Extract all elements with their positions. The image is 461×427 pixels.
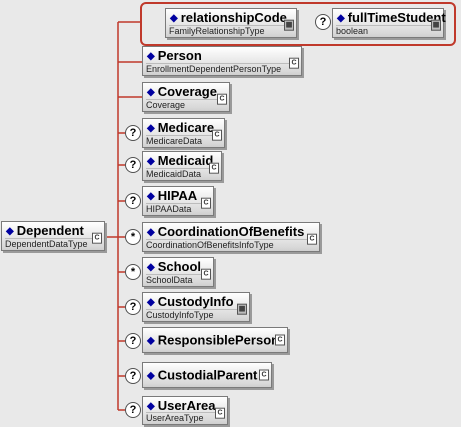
diamond-icon: ◆ bbox=[147, 51, 155, 62]
element-name: CoordinationOfBenefits bbox=[157, 224, 305, 239]
diamond-icon: ◆ bbox=[147, 401, 155, 412]
expand-icon[interactable]: ▦ bbox=[237, 303, 247, 315]
element-custodyinfo[interactable]: ◆CustodyInfo ▦ CustodyInfoType bbox=[142, 292, 250, 322]
element-name: CustodialParent bbox=[157, 367, 258, 383]
element-userarea[interactable]: ◆UserArea C UserAreaType bbox=[142, 396, 228, 425]
element-type: MedicareData bbox=[146, 135, 212, 146]
expand-icon[interactable]: ▦ bbox=[431, 19, 441, 31]
attribute-type: boolean bbox=[336, 25, 431, 36]
attribute-name: relationshipCode bbox=[180, 10, 287, 25]
optional-occurrence-icon: ? bbox=[125, 333, 141, 349]
element-name: Medicare bbox=[157, 120, 215, 135]
optional-occurrence-icon: ? bbox=[125, 193, 141, 209]
attributes-group: ◆relationshipCode ▦ FamilyRelationshipTy… bbox=[140, 2, 456, 46]
expand-icon[interactable]: C bbox=[212, 129, 222, 141]
element-name: UserArea bbox=[157, 398, 216, 413]
root-name: Dependent bbox=[16, 223, 84, 238]
diamond-icon: ◆ bbox=[147, 191, 155, 202]
diamond-icon: ◆ bbox=[6, 226, 14, 237]
diamond-icon: ◆ bbox=[147, 335, 155, 347]
expand-icon[interactable]: C bbox=[289, 57, 299, 69]
element-medicare[interactable]: ◆Medicare C MedicareData bbox=[142, 118, 225, 148]
optional-occurrence-icon: ? bbox=[315, 14, 331, 30]
expand-icon[interactable]: C bbox=[217, 93, 227, 105]
element-name: Person bbox=[157, 48, 202, 63]
attribute-name: fullTimeStudent bbox=[347, 10, 446, 25]
diamond-icon: ◆ bbox=[147, 123, 155, 134]
many-occurrence-icon: * bbox=[125, 264, 141, 280]
element-type: UserAreaType bbox=[146, 412, 215, 423]
expand-icon[interactable]: C bbox=[307, 233, 317, 245]
element-hipaa[interactable]: ◆HIPAA C HIPAAData bbox=[142, 186, 214, 216]
element-coordinationofbenefits[interactable]: ◆CoordinationOfBenefits C CoordinationOf… bbox=[142, 222, 320, 252]
element-type: SchoolData bbox=[146, 274, 201, 285]
element-type: Coverage bbox=[146, 99, 217, 110]
optional-occurrence-icon: ? bbox=[125, 125, 141, 141]
element-responsibleperson[interactable]: ◆ResponsiblePerson C bbox=[142, 327, 288, 353]
element-name: ResponsiblePerson bbox=[157, 332, 280, 348]
diamond-icon: ◆ bbox=[147, 297, 155, 308]
root-type: DependentDataType bbox=[5, 238, 92, 249]
element-type: CoordinationOfBenefitsInfoType bbox=[146, 239, 307, 250]
attribute-relationshipcode[interactable]: ◆relationshipCode ▦ FamilyRelationshipTy… bbox=[165, 8, 297, 38]
expand-icon[interactable]: C bbox=[209, 162, 219, 174]
diamond-icon: ◆ bbox=[147, 87, 155, 98]
element-name: School bbox=[157, 259, 202, 274]
element-type: MedicaidData bbox=[146, 168, 209, 179]
diamond-icon: ◆ bbox=[337, 13, 345, 24]
element-type: CustodyInfoType bbox=[146, 309, 237, 320]
element-type: HIPAAData bbox=[146, 203, 201, 214]
expand-icon[interactable]: ▦ bbox=[284, 19, 294, 31]
expand-icon[interactable]: C bbox=[92, 232, 102, 244]
diamond-icon: ◆ bbox=[147, 262, 155, 273]
element-custodialparent[interactable]: ◆CustodialParent C bbox=[142, 362, 272, 388]
diamond-icon: ◆ bbox=[147, 156, 155, 167]
element-name: Medicaid bbox=[157, 153, 214, 168]
expand-icon[interactable]: C bbox=[275, 334, 285, 346]
element-coverage[interactable]: ◆Coverage C Coverage bbox=[142, 82, 230, 112]
attribute-type: FamilyRelationshipType bbox=[169, 25, 284, 36]
optional-occurrence-icon: ? bbox=[125, 157, 141, 173]
optional-occurrence-icon: ? bbox=[125, 299, 141, 315]
element-school[interactable]: ◆School C SchoolData bbox=[142, 257, 214, 287]
optional-occurrence-icon: ? bbox=[125, 368, 141, 384]
diamond-icon: ◆ bbox=[147, 370, 155, 382]
many-occurrence-icon: * bbox=[125, 229, 141, 245]
element-medicaid[interactable]: ◆Medicaid C MedicaidData bbox=[142, 151, 222, 181]
expand-icon[interactable]: C bbox=[215, 407, 225, 419]
element-name: CustodyInfo bbox=[157, 294, 234, 309]
attribute-fulltimestudent[interactable]: ◆fullTimeStudent ▦ boolean bbox=[332, 8, 446, 38]
diamond-icon: ◆ bbox=[147, 227, 155, 238]
element-type: EnrollmentDependentPersonType bbox=[146, 63, 289, 74]
expand-icon[interactable]: C bbox=[201, 268, 211, 280]
diamond-icon: ◆ bbox=[170, 13, 178, 24]
expand-icon[interactable]: C bbox=[201, 197, 211, 209]
element-name: HIPAA bbox=[157, 188, 198, 203]
element-person[interactable]: ◆Person C EnrollmentDependentPersonType bbox=[142, 46, 302, 76]
optional-occurrence-icon: ? bbox=[125, 402, 141, 418]
element-name: Coverage bbox=[157, 84, 217, 99]
expand-icon[interactable]: C bbox=[259, 369, 269, 381]
root-node-dependent[interactable]: ◆Dependent C DependentDataType bbox=[1, 221, 105, 251]
